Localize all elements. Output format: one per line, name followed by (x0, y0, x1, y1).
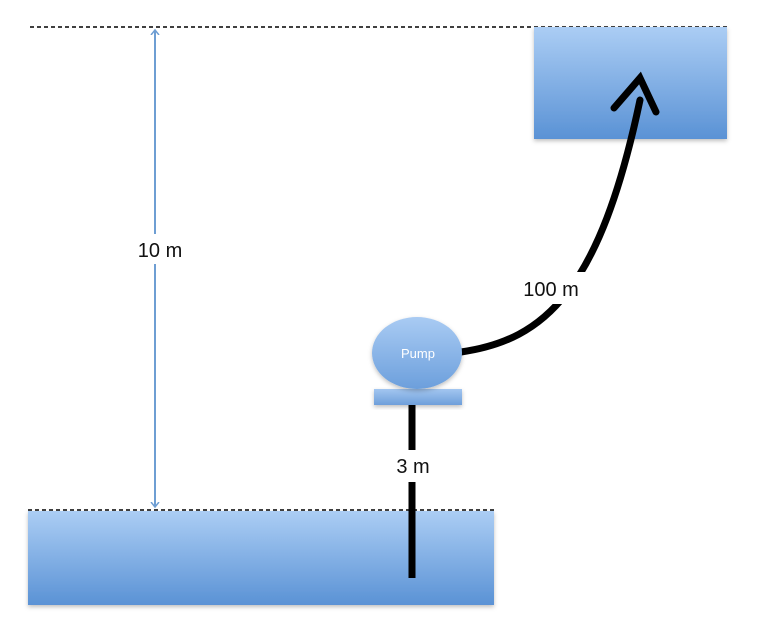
height-label-background (128, 234, 184, 264)
lower-reservoir (28, 511, 494, 605)
suction-label-background (388, 450, 438, 482)
pipe-length-label: 100 m (523, 279, 579, 301)
height-label: 10 m (138, 240, 182, 262)
pipe-length-label-background (512, 272, 590, 304)
discharge-arrowhead (610, 71, 660, 116)
pump-body (372, 317, 462, 389)
pump-base (374, 389, 462, 405)
suction-depth-label: 3 m (396, 456, 429, 478)
pump-label: Pump (401, 346, 435, 361)
upper-reservoir (534, 27, 727, 139)
